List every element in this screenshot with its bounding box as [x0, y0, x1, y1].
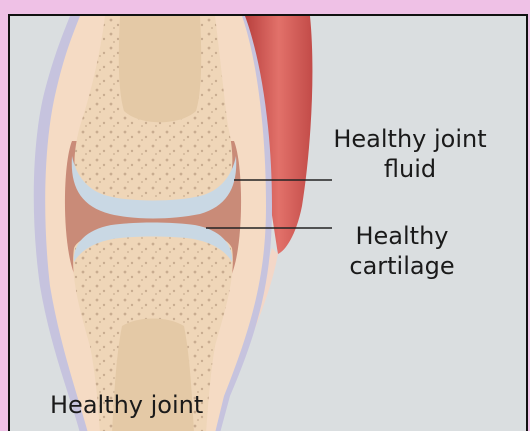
fluid-label: Healthy joint fluid	[310, 124, 510, 184]
fluid-label-line2: fluid	[310, 154, 510, 184]
diagram-panel: Healthy joint fluid Healthy cartilage He…	[8, 14, 528, 431]
cartilage-label-line1: Healthy	[332, 221, 472, 251]
upper-marrow	[119, 16, 201, 122]
fluid-label-line1: Healthy joint	[310, 124, 510, 154]
diagram-caption: Healthy joint	[50, 390, 250, 420]
cartilage-label-line2: cartilage	[332, 251, 472, 281]
cartilage-label: Healthy cartilage	[332, 221, 472, 281]
